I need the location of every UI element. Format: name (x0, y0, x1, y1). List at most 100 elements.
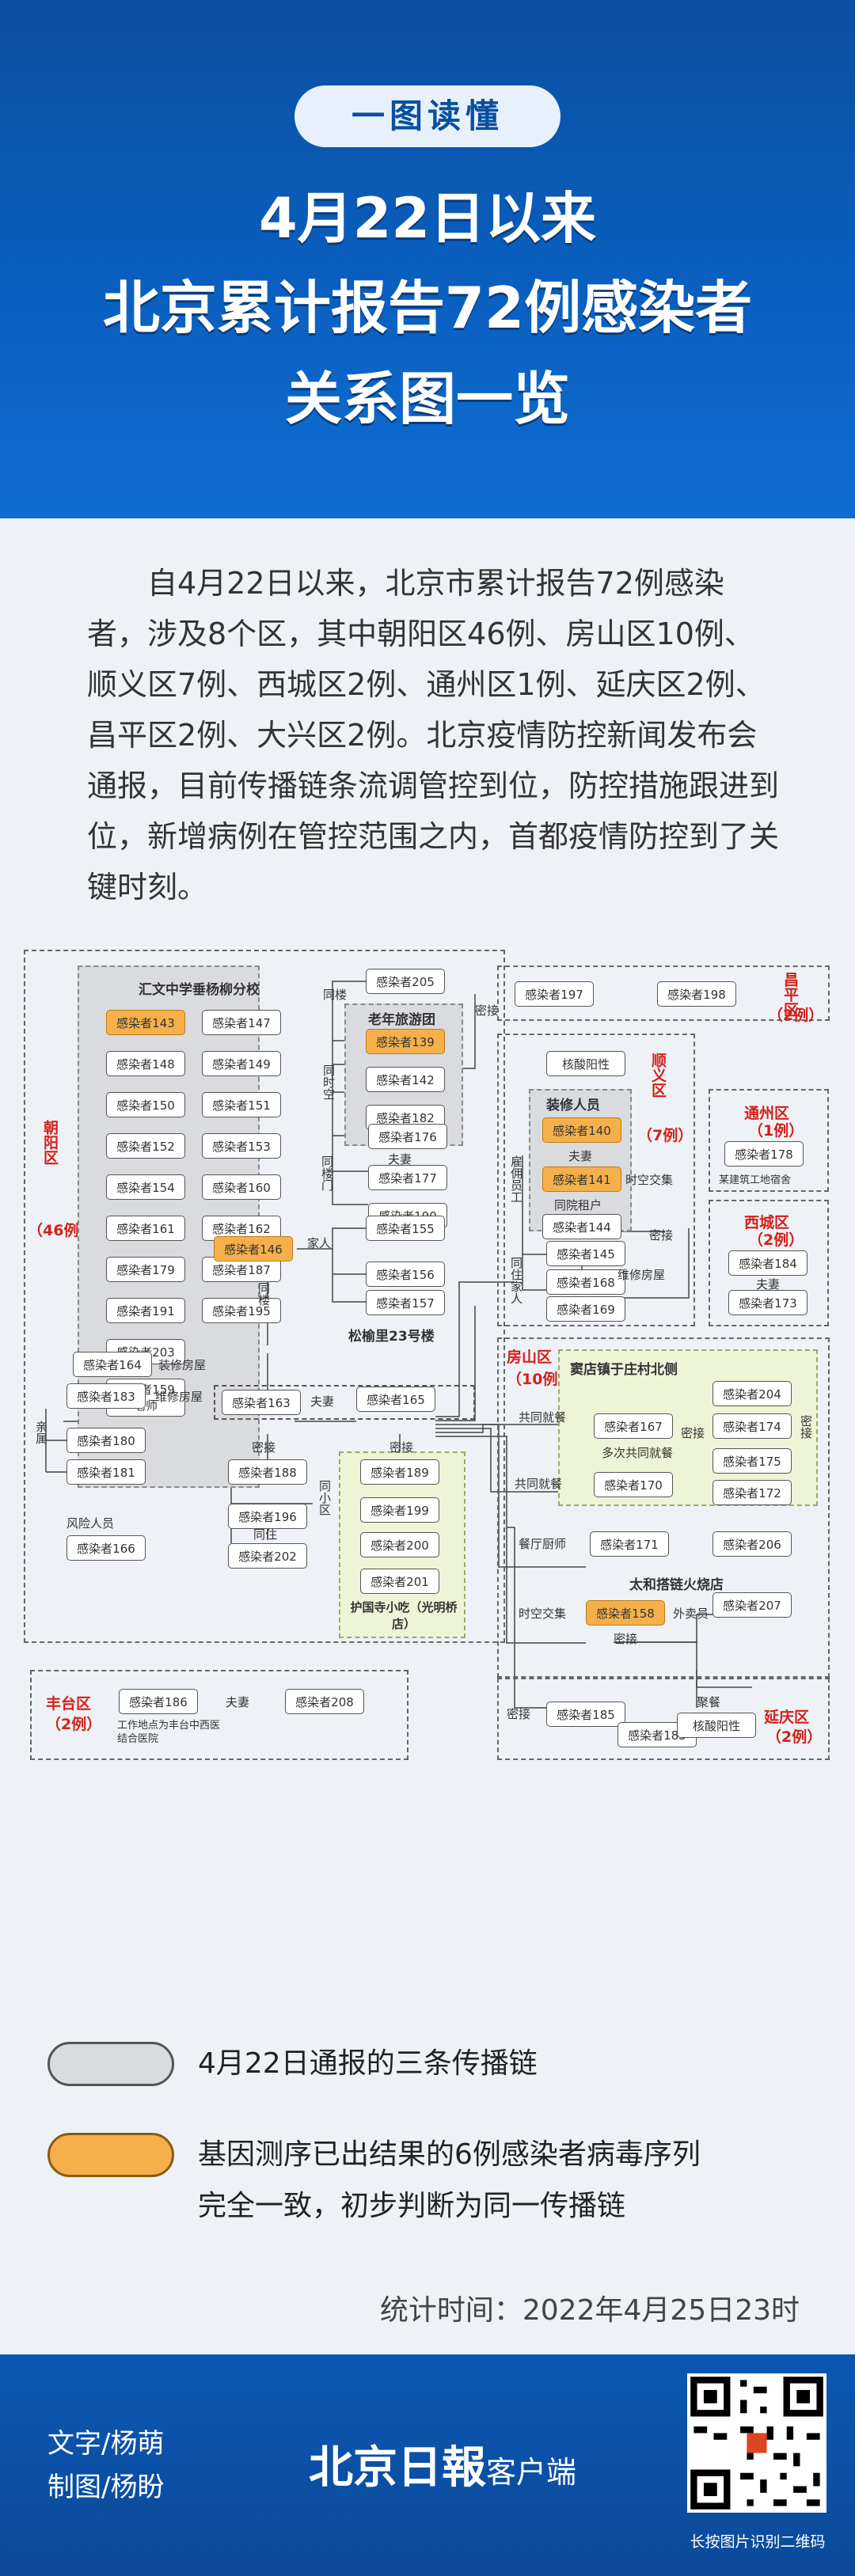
case-node: 感染者148 (106, 1051, 185, 1076)
case-node: 感染者175 (712, 1448, 792, 1474)
case-node: 感染者149 (202, 1051, 281, 1076)
case-node: 感染者200 (360, 1532, 439, 1557)
case-node: 感染者142 (366, 1067, 445, 1092)
legend-gray-swatch (48, 2042, 174, 2086)
case-node: 感染者197 (515, 981, 594, 1007)
case-node: 感染者143 (106, 1010, 185, 1035)
relation-diagram: 朝阳区 （46例） 汇文中学垂杨柳分校 感染者143 感染者147 感染者148… (0, 934, 855, 2026)
xicheng-count: （2例） (748, 1231, 804, 1249)
rel-label: 共同就餐 (515, 1477, 563, 1491)
case-node: 感染者186 (119, 1689, 198, 1714)
rel-label: 亲属 (34, 1421, 48, 1444)
rel-label: 密接 (507, 1707, 531, 1721)
newspaper-logo: 北京日報客户端 (309, 2432, 576, 2496)
hesuan-node-2: 核酸阳性 (677, 1713, 756, 1738)
fangshan-label: 房山区 (507, 1349, 553, 1366)
rel-label: 维修房屋 (618, 1268, 666, 1282)
chaoyang-count: （46例） (28, 1222, 94, 1239)
logo-text: 北京日報 (309, 2441, 486, 2494)
case-node: 感染者180 (66, 1428, 146, 1453)
footer: 文字/杨萌 制图/杨盼 北京日報客户端 长按图片识别二维码 (0, 2354, 855, 2576)
rel-label: 密接 (799, 1415, 813, 1439)
case-node: 感染者147 (202, 1010, 281, 1035)
restaurant-label: 护国寺小吃（光明桥店） (350, 1600, 458, 1631)
case-node: 感染者202 (228, 1543, 307, 1569)
changping-count: （2例） (768, 1007, 824, 1024)
tongzhou-count: （1例） (748, 1122, 804, 1140)
changping-box (497, 966, 830, 1021)
legend-orange-text-1: 基因测序已出结果的6例感染者病毒序列 (198, 2138, 701, 2171)
case-node: 感染者174 (712, 1413, 792, 1439)
rel-label: 雇佣员工 (509, 1155, 523, 1203)
legend-orange-text-2: 完全一致，初步判断为同一传播链 (198, 2190, 626, 2222)
case-node: 感染者156 (366, 1261, 445, 1287)
case-node: 感染者169 (546, 1296, 625, 1322)
qr-code-icon[interactable] (687, 2373, 826, 2513)
village-label: 窦店镇于庄村北侧 (570, 1362, 678, 1378)
case-node: 感染者178 (724, 1141, 804, 1167)
title-line-2: 北京累计报告72例感染者 (102, 275, 753, 341)
case-node: 感染者183 (66, 1383, 146, 1409)
fengtai-label: 丰台区 (46, 1695, 92, 1713)
rel-label: 家人 (307, 1236, 332, 1250)
tongzhou-box (709, 1089, 829, 1192)
qr-caption: 长按图片识别二维码 (690, 2533, 826, 2551)
rel-label: 共同就餐 (519, 1410, 567, 1425)
site-label: 某建筑工地宿舍 (719, 1174, 792, 1186)
rel-label: 同楼 (256, 1282, 271, 1306)
case-node: 感染者171 (590, 1531, 669, 1557)
chaoyang-box (24, 950, 505, 1643)
case-node: 感染者199 (360, 1497, 439, 1523)
rel-label: 同楼门 (320, 1155, 334, 1191)
case-node: 感染者141 (542, 1167, 621, 1192)
title-line-1: 4月22日以来 (258, 186, 597, 251)
case-node: 感染者167 (594, 1413, 673, 1439)
tour-label: 老年旅游团 (368, 1012, 435, 1028)
fengtai-box (30, 1670, 408, 1760)
workplace-label: 工作地点为丰台中西医结合医院 (117, 1720, 221, 1745)
rel-label: 夫妻 (756, 1277, 781, 1292)
chaoyang-label: 朝阳区 (41, 1120, 59, 1165)
header-badge: 一图读懂 (294, 85, 560, 147)
rel-label: 聚餐 (697, 1695, 721, 1709)
rel-label: 密接 (252, 1440, 276, 1455)
yanqing-count: （2例） (766, 1728, 823, 1746)
tongzhou-label: 通州区 (744, 1105, 790, 1122)
rel-label: 密接 (649, 1228, 674, 1242)
legend-orange-swatch (48, 2133, 174, 2177)
changping-label: 昌平区 (781, 972, 799, 1017)
case-node: 感染者161 (106, 1216, 185, 1241)
decor-group (529, 1089, 632, 1231)
rel-label: 密接 (614, 1632, 638, 1646)
case-node: 感染者150 (106, 1092, 185, 1117)
rel-label: 同时空 (321, 1064, 336, 1100)
legend-gray-text: 4月22日通报的三条传播链 (198, 2047, 538, 2080)
case-node: 感染者144 (542, 1214, 621, 1239)
header-banner: 一图读懂 4月22日以来 北京累计报告72例感染者 关系图一览 (0, 0, 855, 518)
decor-label: 装修人员 (546, 1098, 600, 1113)
case-node: 感染者179 (106, 1257, 185, 1282)
case-node: 感染者157 (366, 1290, 445, 1315)
yanqing-box (497, 1678, 830, 1760)
fengtai-count: （2例） (46, 1716, 102, 1733)
shunyi-label: 顺义区 (649, 1053, 667, 1098)
case-node: 感染者191 (106, 1298, 185, 1323)
rel-label: 同院租户 (554, 1198, 602, 1212)
case-node: 感染者140 (542, 1117, 621, 1143)
case-node: 感染者165 (356, 1387, 435, 1412)
rel-label: 时空交集 (625, 1173, 674, 1187)
case-node: 感染者145 (546, 1241, 625, 1266)
rel-label: 密接 (390, 1440, 414, 1455)
case-node: 感染者160 (202, 1174, 281, 1200)
rel-label: 同楼 (323, 988, 348, 1002)
case-node: 感染者207 (712, 1592, 792, 1618)
hesuan-node: 核酸阳性 (546, 1051, 625, 1076)
case-node: 感染者205 (366, 969, 445, 994)
chain-box (214, 1385, 475, 1420)
rel-label: 夫妻 (388, 1152, 412, 1167)
rel-label: 密接 (681, 1426, 705, 1440)
case-node: 感染者184 (728, 1250, 808, 1276)
fangshan-count: （10例） (507, 1371, 573, 1388)
case-node: 感染者195 (202, 1298, 281, 1323)
case-node: 感染者198 (657, 981, 736, 1007)
